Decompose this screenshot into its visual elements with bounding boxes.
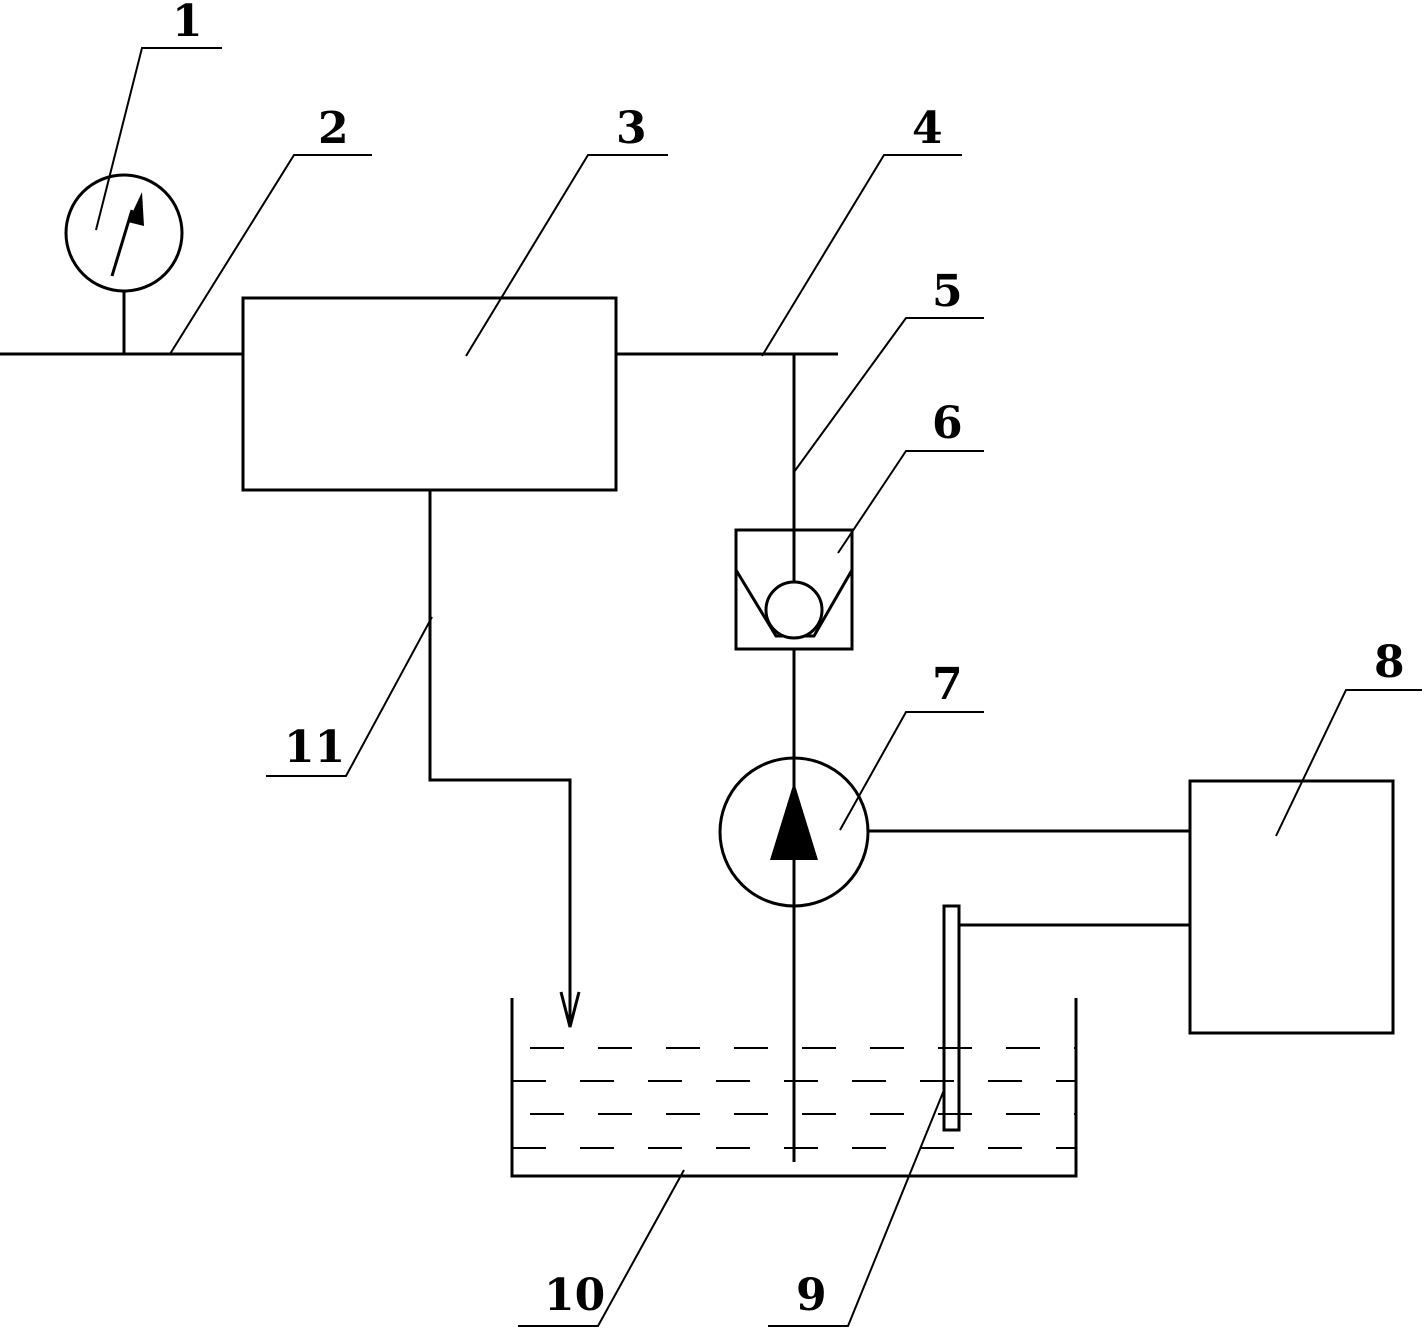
label-6: 6 xyxy=(932,398,963,449)
drain-line xyxy=(428,490,581,1028)
pressure-gauge xyxy=(64,173,184,354)
label-10: 10 xyxy=(544,1270,605,1321)
check-valve xyxy=(734,528,854,651)
label-8: 8 xyxy=(1374,637,1405,688)
label-4: 4 xyxy=(912,103,943,154)
main-unit xyxy=(241,296,618,492)
leader-lines xyxy=(95,47,1422,1327)
pump xyxy=(718,756,1190,908)
label-5: 5 xyxy=(932,266,963,317)
controller xyxy=(1188,779,1395,1035)
label-1: 1 xyxy=(172,0,203,47)
label-11: 11 xyxy=(284,722,345,773)
label-7: 7 xyxy=(932,659,963,710)
label-9: 9 xyxy=(796,1270,827,1321)
label-3: 3 xyxy=(616,103,647,154)
tank xyxy=(510,998,1078,1178)
level-sensor xyxy=(942,904,1190,1132)
label-2: 2 xyxy=(318,103,349,154)
